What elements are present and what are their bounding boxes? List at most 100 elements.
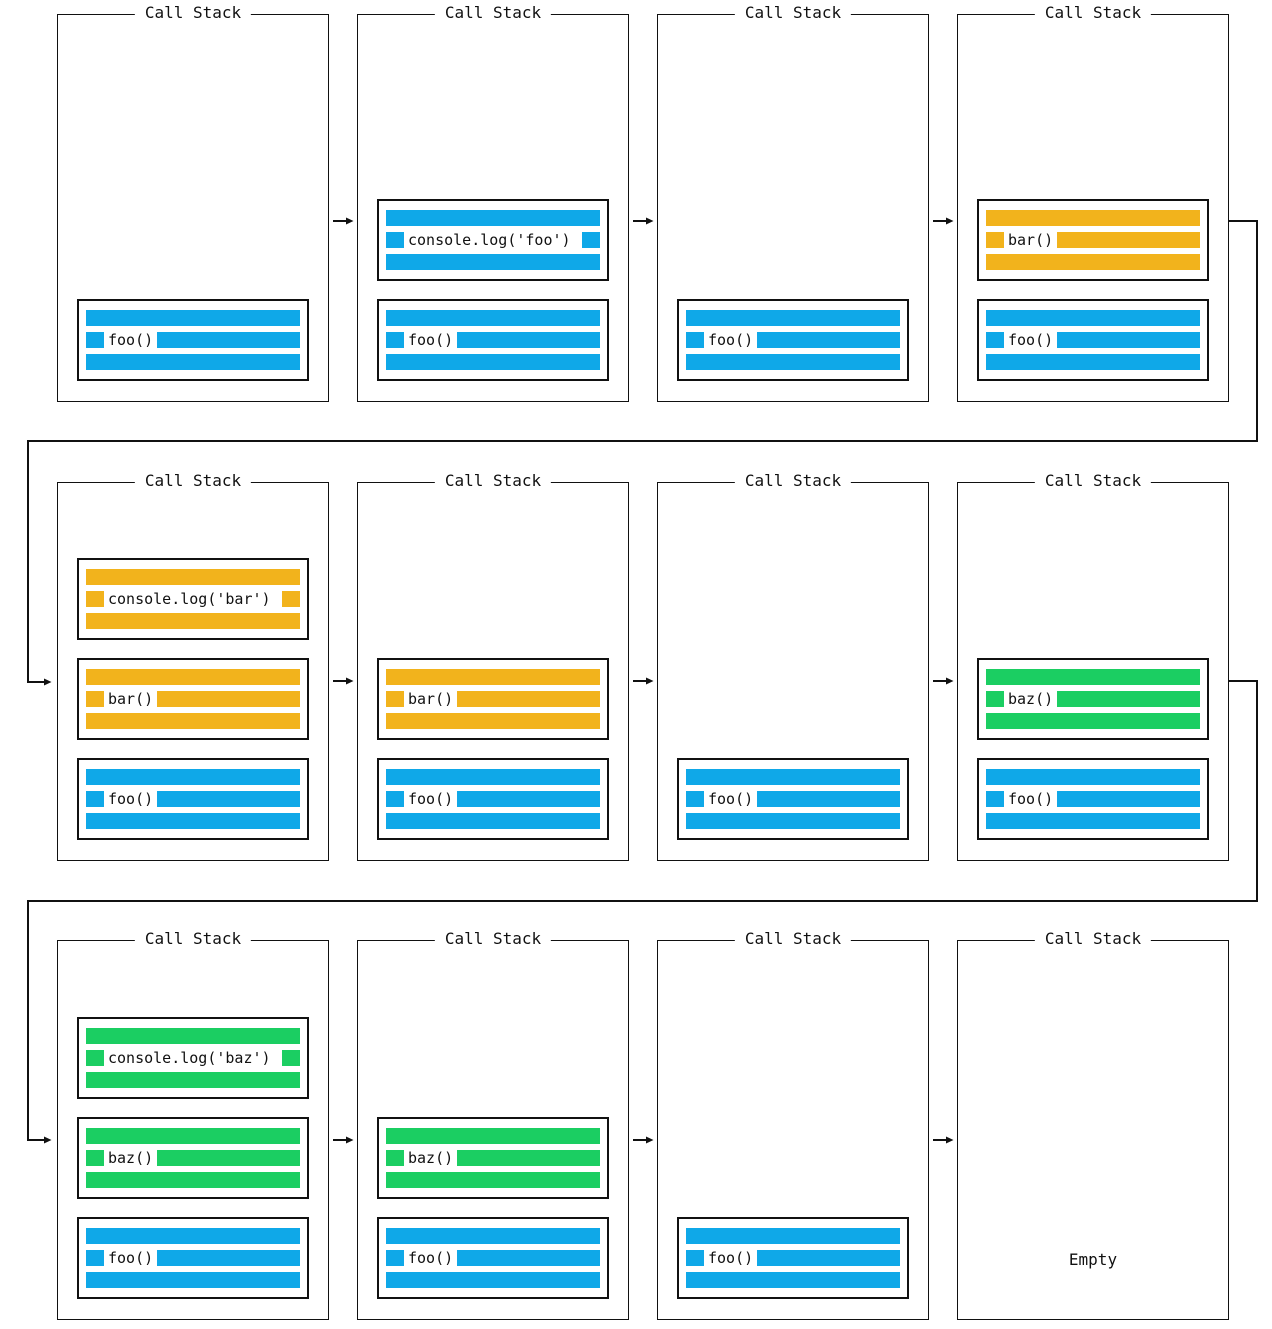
frame-bottom-bar: [386, 254, 600, 270]
trailing-block: [157, 1150, 300, 1166]
frame-label: console.log('baz'): [108, 1049, 271, 1067]
frame-label: bar(): [408, 690, 454, 708]
stack-frame: foo(): [377, 758, 609, 840]
frame-code-line: foo(): [386, 788, 600, 810]
call-stack-panel: Call Stack foo(): [657, 3, 929, 402]
trailing-block: [157, 691, 300, 707]
frame-top-bar: [386, 1228, 600, 1244]
stack-frame: console.log('bar'): [77, 558, 309, 640]
stack-frame: baz(): [377, 1117, 609, 1199]
frame-label: foo(): [708, 790, 754, 808]
trailing-block: [157, 1250, 300, 1266]
frame-bottom-bar: [86, 1172, 300, 1188]
panel-title: Call Stack: [734, 3, 852, 22]
frame-top-bar: [386, 769, 600, 785]
frame-code-line: foo(): [986, 788, 1200, 810]
trailing-block: [457, 332, 600, 348]
frame-code-line: foo(): [386, 1247, 600, 1269]
panel-title: Call Stack: [1034, 471, 1152, 490]
frame-bottom-bar: [686, 813, 900, 829]
frame-bottom-bar: [386, 1172, 600, 1188]
trailing-block: [1057, 691, 1200, 707]
stack-frame: bar(): [377, 658, 609, 740]
frame-code-line: foo(): [86, 788, 300, 810]
frame-top-bar: [86, 310, 300, 326]
frame-label: foo(): [1008, 331, 1054, 349]
indent-block: [86, 332, 104, 348]
frame-code-line: foo(): [86, 1247, 300, 1269]
frame-code-line: console.log('bar'): [86, 588, 300, 610]
frame-top-bar: [86, 1028, 300, 1044]
frame-top-bar: [686, 1228, 900, 1244]
call-stack-panel: Call Stack foo(): [57, 3, 329, 402]
stack-frame: foo(): [377, 1217, 609, 1299]
indent-block: [386, 1250, 404, 1266]
trailing-block: [757, 1250, 900, 1266]
frame-label: bar(): [108, 690, 154, 708]
trailing-block: [457, 1150, 600, 1166]
frame-bottom-bar: [686, 354, 900, 370]
trailing-block: [157, 332, 300, 348]
frame-top-bar: [86, 769, 300, 785]
frame-top-bar: [86, 569, 300, 585]
frame-bottom-bar: [86, 1272, 300, 1288]
frame-label: foo(): [108, 790, 154, 808]
frame-label: foo(): [408, 331, 454, 349]
frame-label: foo(): [108, 1249, 154, 1267]
panel-title: Call Stack: [1034, 929, 1152, 948]
stack-frame: foo(): [77, 299, 309, 381]
frame-code-line: console.log('foo'): [386, 229, 600, 251]
call-stack-panel: Call Stack baz()foo(): [357, 929, 629, 1320]
frame-code-line: baz(): [386, 1147, 600, 1169]
frame-label: foo(): [708, 331, 754, 349]
frame-label: console.log('bar'): [108, 590, 271, 608]
call-stack-panel: Call Stack console.log('foo') foo(): [357, 3, 629, 402]
frame-bottom-bar: [986, 254, 1200, 270]
frame-code-line: bar(): [386, 688, 600, 710]
trailing-block: [757, 791, 900, 807]
frame-label: foo(): [708, 1249, 754, 1267]
frame-label: foo(): [108, 331, 154, 349]
trailing-block: [457, 791, 600, 807]
frame-top-bar: [986, 769, 1200, 785]
frame-label: baz(): [408, 1149, 454, 1167]
panel-title: Call Stack: [434, 471, 552, 490]
frame-top-bar: [86, 1128, 300, 1144]
frame-bottom-bar: [986, 354, 1200, 370]
frame-label: baz(): [108, 1149, 154, 1167]
panel-title: Call Stack: [134, 929, 252, 948]
stack-frame: console.log('foo'): [377, 199, 609, 281]
frame-top-bar: [986, 310, 1200, 326]
stack-frame: foo(): [677, 1217, 909, 1299]
frame-bottom-bar: [86, 713, 300, 729]
frame-code-line: baz(): [986, 688, 1200, 710]
indent-block: [686, 791, 704, 807]
trailing-block: [282, 591, 300, 607]
frame-code-line: foo(): [86, 329, 300, 351]
panel-title: Call Stack: [434, 3, 552, 22]
frame-top-bar: [686, 769, 900, 785]
indent-block: [386, 332, 404, 348]
frame-label: baz(): [1008, 690, 1054, 708]
frame-code-line: bar(): [86, 688, 300, 710]
frame-bottom-bar: [86, 613, 300, 629]
frame-top-bar: [86, 1228, 300, 1244]
frame-label: foo(): [408, 1249, 454, 1267]
indent-block: [86, 1150, 104, 1166]
frame-bottom-bar: [86, 813, 300, 829]
frame-code-line: foo(): [686, 788, 900, 810]
frame-label: console.log('foo'): [408, 231, 571, 249]
trailing-block: [457, 1250, 600, 1266]
panel-title: Call Stack: [134, 471, 252, 490]
frame-top-bar: [686, 310, 900, 326]
frame-code-line: foo(): [686, 329, 900, 351]
frame-top-bar: [386, 210, 600, 226]
stack-frame: foo(): [77, 1217, 309, 1299]
stack-frame: bar(): [77, 658, 309, 740]
stack-frame: foo(): [377, 299, 609, 381]
frame-top-bar: [986, 210, 1200, 226]
indent-block: [986, 232, 1004, 248]
indent-block: [386, 691, 404, 707]
call-stack-panel: Call Stack bar()foo(): [957, 3, 1229, 402]
